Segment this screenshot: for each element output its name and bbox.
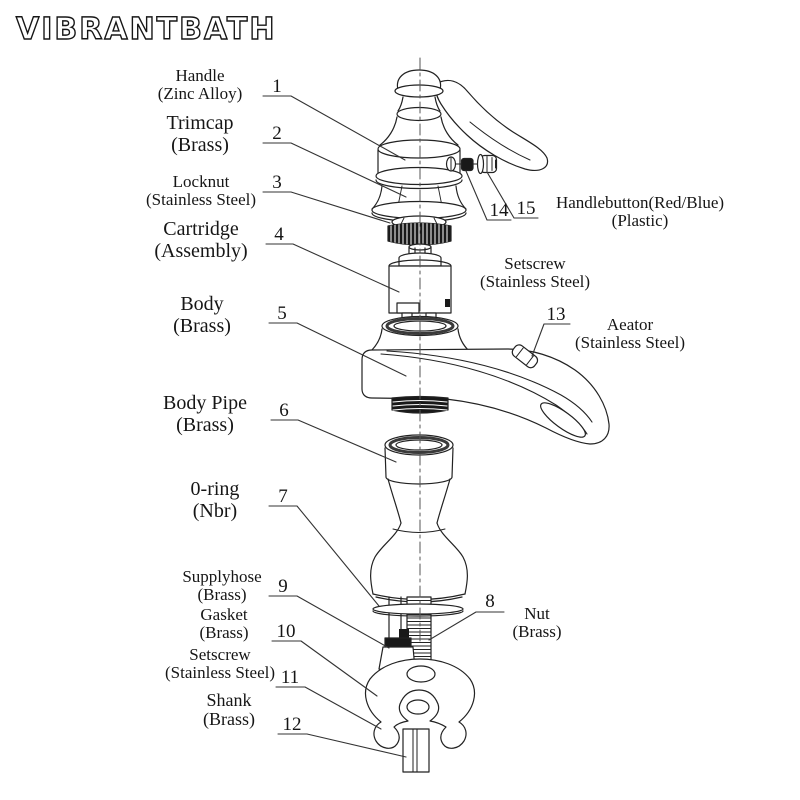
part-number-14: 14 <box>490 200 510 221</box>
label-trimcap-name: Trimcap <box>166 112 234 134</box>
label-nut-material: (Brass) <box>512 622 562 642</box>
label-locknut: Locknut (Stainless Steel) <box>145 172 257 210</box>
label-supplyhose-name: Supplyhose <box>182 567 262 586</box>
aerator-drawing <box>511 344 539 369</box>
label-o-ring-material: (Nbr) <box>192 499 238 522</box>
label-cartridge-material: (Assembly) <box>154 239 248 262</box>
part-number-2: 2 <box>272 123 282 144</box>
gasket-clamp-drawing <box>364 658 476 749</box>
o-ring-drawing <box>372 603 464 617</box>
label-setscrew-right: Setscrew (Stainless Steel) <box>479 254 591 292</box>
label-trimcap-material: (Brass) <box>171 133 229 156</box>
label-body-pipe: Body Pipe (Brass) <box>163 392 247 436</box>
part-number-10: 10 <box>277 621 296 642</box>
locknut-drawing <box>387 215 452 246</box>
part-number-9: 9 <box>278 576 288 597</box>
part-number-11: 11 <box>281 667 299 688</box>
label-handlebutton: Handlebutton(Red/Blue) (Plastic) <box>555 193 725 231</box>
label-cartridge: Cartridge (Assembly) <box>154 218 248 262</box>
label-cartridge-name: Cartridge <box>163 218 239 240</box>
label-setscrew-left: Setscrew (Stainless Steel) <box>164 645 276 683</box>
part-number-12: 12 <box>283 714 302 735</box>
label-locknut-name: Locknut <box>172 172 230 191</box>
label-body-material: (Brass) <box>173 314 231 337</box>
leader-lines <box>262 95 571 758</box>
label-setscrew-right-name: Setscrew <box>504 254 566 273</box>
label-aeator-material: (Stainless Steel) <box>574 333 686 353</box>
label-handlebutton-name: Handlebutton(Red/Blue) <box>555 193 725 212</box>
label-locknut-material: (Stainless Steel) <box>145 190 257 210</box>
label-handlebutton-material: (Plastic) <box>611 211 669 231</box>
part-number-3: 3 <box>272 172 282 193</box>
part-number-13: 13 <box>547 304 566 325</box>
label-handle-material: (Zinc Alloy) <box>157 84 243 104</box>
label-gasket: Gasket (Brass) <box>199 605 249 643</box>
label-body: Body (Brass) <box>173 293 231 337</box>
part-number-5: 5 <box>277 303 287 324</box>
label-setscrew-left-material: (Stainless Steel) <box>164 663 276 683</box>
brand-logo: VIBRANTBATH <box>15 11 277 47</box>
label-supplyhose: Supplyhose (Brass) <box>182 567 262 605</box>
part-number-8: 8 <box>485 591 495 612</box>
label-trimcap: Trimcap (Brass) <box>166 112 234 156</box>
label-nut: Nut (Brass) <box>512 604 562 642</box>
handle-setscrew-drawing <box>455 157 479 172</box>
part-number-15: 15 <box>517 198 536 219</box>
trimcap-drawing <box>371 185 467 223</box>
label-body-pipe-material: (Brass) <box>176 413 234 436</box>
label-shank: Shank (Brass) <box>203 690 255 730</box>
label-aeator: Aeator (Stainless Steel) <box>574 315 686 353</box>
label-setscrew-right-material: (Stainless Steel) <box>479 272 591 292</box>
label-supplyhose-material: (Brass) <box>197 585 247 605</box>
label-body-pipe-name: Body Pipe <box>163 392 247 414</box>
label-setscrew-left-name: Setscrew <box>189 645 251 664</box>
part-number-7: 7 <box>278 486 288 507</box>
part-number-4: 4 <box>274 224 284 245</box>
part-number-6: 6 <box>279 400 289 421</box>
label-handle: Handle (Zinc Alloy) <box>157 66 243 104</box>
label-body-name: Body <box>180 293 224 315</box>
label-gasket-name: Gasket <box>200 605 248 624</box>
label-gasket-material: (Brass) <box>199 623 249 643</box>
label-o-ring: 0-ring (Nbr) <box>190 478 240 522</box>
label-handle-name: Handle <box>175 66 225 85</box>
part-numbers: 1 2 3 4 5 6 7 8 9 10 11 12 13 14 15 <box>272 76 565 735</box>
label-aeator-name: Aeator <box>606 315 654 334</box>
body-pipe-drawing <box>370 434 468 603</box>
label-nut-name: Nut <box>524 604 550 623</box>
handle-lever-drawing <box>375 69 549 190</box>
part-number-1: 1 <box>272 76 282 97</box>
label-shank-name: Shank <box>206 690 252 710</box>
shank-block-drawing <box>402 728 430 773</box>
label-o-ring-name: 0-ring <box>190 478 240 500</box>
body-spout-drawing <box>361 315 610 445</box>
handlebutton-drawing <box>476 153 498 175</box>
label-shank-material: (Brass) <box>203 709 255 730</box>
